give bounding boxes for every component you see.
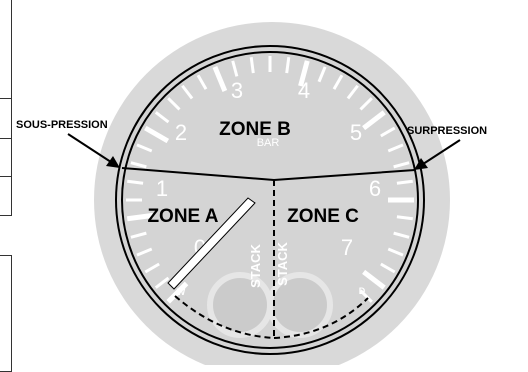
scale-number-3: 3 [231, 78, 243, 103]
scale-tick [397, 181, 413, 183]
stack-label-2: STACK [275, 241, 290, 285]
callout-surpression: SURPRESSION [407, 125, 487, 137]
callout-sous-pression: SOUS-PRESSION [16, 119, 108, 131]
zone-c-label: ZONE C [287, 206, 359, 227]
stack-label-1: STACK [248, 243, 263, 287]
max-mark: D [359, 286, 366, 296]
scale-number-1: 1 [156, 176, 168, 201]
scale-tick [127, 181, 143, 183]
scale-number-6: 6 [369, 176, 381, 201]
scale-tick [397, 217, 413, 219]
scale-number-2: 2 [175, 120, 187, 145]
min-mark: W [177, 287, 186, 297]
scale-tick [287, 57, 289, 73]
scale-number-4: 4 [298, 78, 310, 103]
scale-number-5: 5 [350, 120, 362, 145]
scale-number-7: 7 [341, 235, 353, 260]
scale-tick [251, 57, 253, 73]
zone-b-label: ZONE B [219, 119, 291, 140]
zone-a-label: ZONE A [147, 206, 218, 227]
